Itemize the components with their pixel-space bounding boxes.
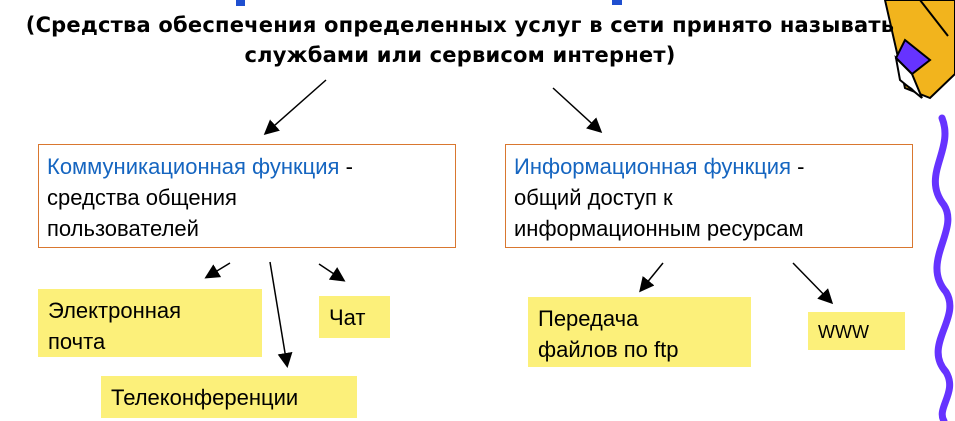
subtitle-line-1: (Средства обеспечения определенных услуг… xyxy=(20,10,900,40)
teleconference-note-label: Телеконференции xyxy=(111,385,298,410)
arrow-to-left-box xyxy=(266,80,326,133)
arrow-to-www xyxy=(793,263,831,302)
arrow-to-right-box xyxy=(553,88,600,131)
communication-function-desc-1: средства общения xyxy=(47,185,237,210)
chat-note-label: Чат xyxy=(329,305,366,330)
communication-function-dash: - xyxy=(339,154,352,179)
teleconference-note: Телеконференции xyxy=(101,376,357,418)
chat-note: Чат xyxy=(319,296,390,338)
diagram-subtitle: (Средства обеспечения определенных услуг… xyxy=(20,10,900,70)
communication-function-box: Коммуникационная функция - средства обще… xyxy=(38,144,456,248)
arrow-to-chat xyxy=(319,264,343,280)
arrow-to-email xyxy=(207,263,230,277)
arrow-to-ftp xyxy=(641,263,663,290)
subtitle-line-2: службами или сервисом интернет) xyxy=(20,40,900,70)
communication-function-desc-2: пользователей xyxy=(47,216,199,241)
ftp-note: Передача файлов по ftp xyxy=(528,297,751,367)
cutoff-title-fragment xyxy=(236,0,622,6)
email-note-line-2: почта xyxy=(48,329,105,354)
www-note-label: WWW xyxy=(818,322,869,342)
ftp-note-line-2: файлов по ftp xyxy=(538,337,678,362)
information-function-box: Информационная функция - общий доступ к … xyxy=(505,144,913,248)
email-note: Электронная почта xyxy=(38,289,262,357)
communication-function-title: Коммуникационная функция xyxy=(47,154,339,179)
information-function-desc-1: общий доступ к xyxy=(514,185,673,210)
information-function-title: Информационная функция xyxy=(514,154,791,179)
www-note: WWW xyxy=(808,312,905,350)
arrow-to-tele xyxy=(270,262,287,365)
email-note-line-1: Электронная xyxy=(48,298,181,323)
ftp-note-line-1: Передача xyxy=(538,306,638,331)
information-function-dash: - xyxy=(791,154,804,179)
decorative-ribbon xyxy=(935,118,950,421)
information-function-desc-2: информационным ресурсам xyxy=(514,216,804,241)
